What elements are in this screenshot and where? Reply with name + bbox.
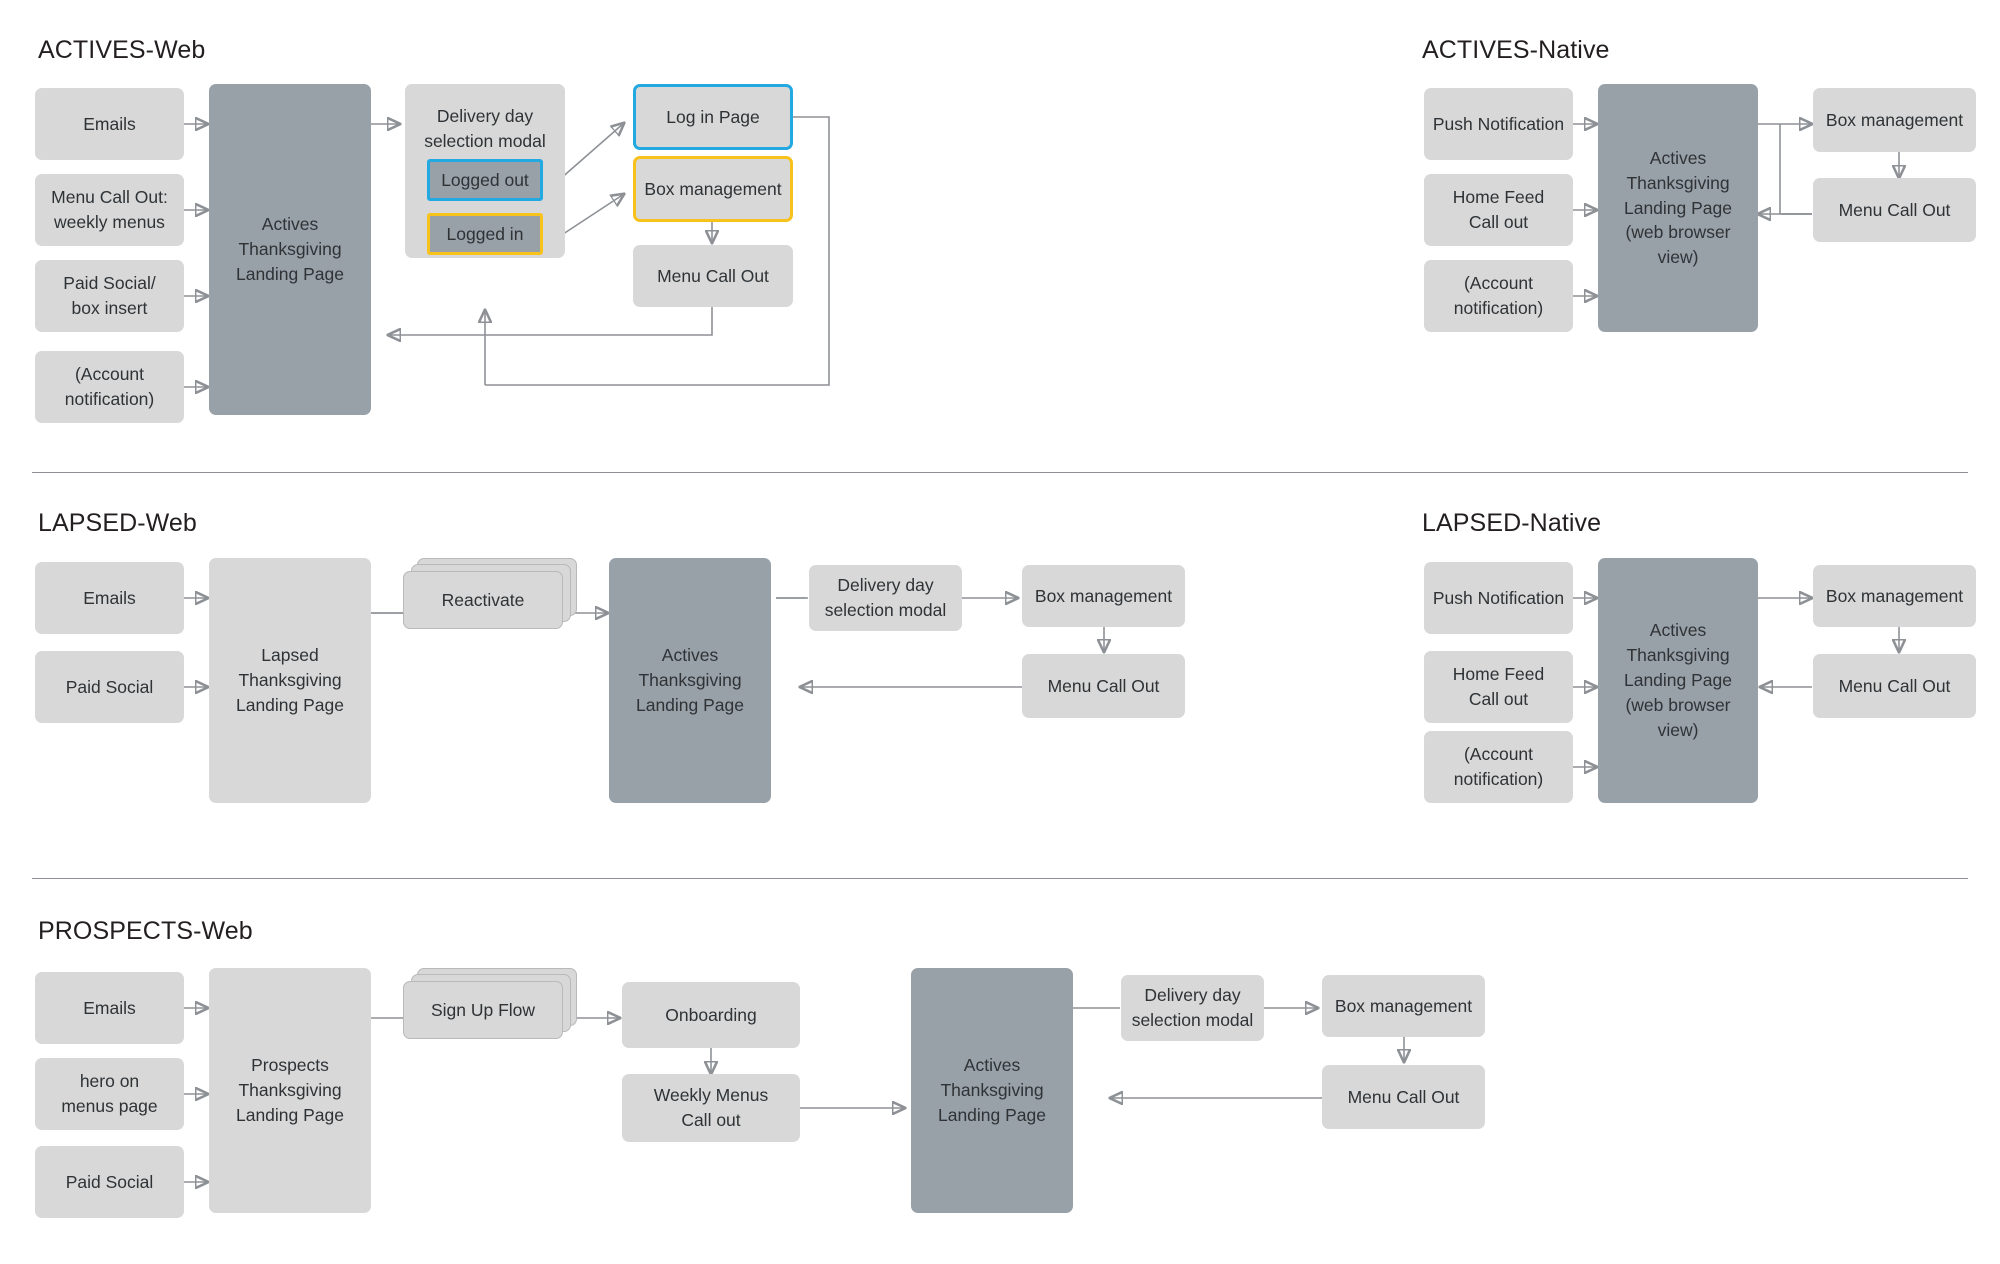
delivery-modal-label: Delivery day selection modal xyxy=(424,106,546,151)
node-box-management[interactable]: Box management xyxy=(1022,565,1185,627)
node-hero-on-menus-page[interactable]: hero on menus page xyxy=(35,1058,184,1130)
node-push-notification[interactable]: Push Notification xyxy=(1424,88,1573,160)
node-emails[interactable]: Emails xyxy=(35,562,184,634)
node-prospects-thanksgiving-landing-page[interactable]: Prospects Thanksgiving Landing Page xyxy=(209,968,371,1213)
node-home-feed-call-out[interactable]: Home Feed Call out xyxy=(1424,651,1573,723)
node-logged-in[interactable]: Logged in xyxy=(427,213,543,255)
node-paid-social-box-insert[interactable]: Paid Social/ box insert xyxy=(35,260,184,332)
node-delivery-day-selection-modal[interactable]: Delivery day selection modal xyxy=(1121,975,1264,1041)
node-paid-social[interactable]: Paid Social xyxy=(35,1146,184,1218)
node-menu-call-out[interactable]: Menu Call Out xyxy=(1022,654,1185,718)
node-delivery-day-selection-modal[interactable]: Delivery day selection modal xyxy=(809,565,962,631)
node-menu-call-out[interactable]: Menu Call Out xyxy=(1322,1065,1485,1129)
node-actives-thanksgiving-landing-page[interactable]: Actives Thanksgiving Landing Page xyxy=(911,968,1073,1213)
node-actives-landing-page-web-browser-view[interactable]: Actives Thanksgiving Landing Page (web b… xyxy=(1598,558,1758,803)
node-weekly-menus-call-out[interactable]: Weekly Menus Call out xyxy=(622,1074,800,1142)
node-box-management[interactable]: Box management xyxy=(1322,975,1485,1037)
node-menu-call-out[interactable]: Menu Call Out xyxy=(633,245,793,307)
node-box-management[interactable]: Box management xyxy=(1813,88,1976,152)
section-title-lapsed-native: LAPSED-Native xyxy=(1422,509,1602,537)
node-onboarding[interactable]: Onboarding xyxy=(622,982,800,1048)
node-menu-call-out[interactable]: Menu Call Out xyxy=(1813,178,1976,242)
node-box-management[interactable]: Box management xyxy=(633,156,793,222)
node-home-feed-call-out[interactable]: Home Feed Call out xyxy=(1424,174,1573,246)
node-log-in-page[interactable]: Log in Page xyxy=(633,84,793,150)
section-title-actives-web: ACTIVES-Web xyxy=(38,36,206,64)
node-account-notification[interactable]: (Account notification) xyxy=(1424,731,1573,803)
node-paid-social[interactable]: Paid Social xyxy=(35,651,184,723)
node-actives-thanksgiving-landing-page[interactable]: Actives Thanksgiving Landing Page xyxy=(609,558,771,803)
node-logged-out[interactable]: Logged out xyxy=(427,159,543,201)
node-sign-up-flow[interactable]: Sign Up Flow xyxy=(403,981,563,1039)
section-divider-2 xyxy=(32,878,1968,879)
node-lapsed-thanksgiving-landing-page[interactable]: Lapsed Thanksgiving Landing Page xyxy=(209,558,371,803)
node-box-management[interactable]: Box management xyxy=(1813,565,1976,627)
node-emails[interactable]: Emails xyxy=(35,972,184,1044)
node-push-notification[interactable]: Push Notification xyxy=(1424,562,1573,634)
section-divider-1 xyxy=(32,472,1968,473)
section-title-lapsed-web: LAPSED-Web xyxy=(38,509,197,537)
section-title-actives-native: ACTIVES-Native xyxy=(1422,36,1610,64)
node-actives-landing-page-web-browser-view[interactable]: Actives Thanksgiving Landing Page (web b… xyxy=(1598,84,1758,332)
node-reactivate-stack[interactable]: Reactivate xyxy=(403,558,578,638)
section-title-prospects-web: PROSPECTS-Web xyxy=(38,917,253,945)
node-sign-up-flow-stack[interactable]: Sign Up Flow xyxy=(403,968,578,1048)
node-actives-thanksgiving-landing-page[interactable]: Actives Thanksgiving Landing Page xyxy=(209,84,371,415)
node-emails[interactable]: Emails xyxy=(35,88,184,160)
node-account-notification[interactable]: (Account notification) xyxy=(1424,260,1573,332)
node-account-notification[interactable]: (Account notification) xyxy=(35,351,184,423)
node-reactivate[interactable]: Reactivate xyxy=(403,571,563,629)
node-menu-call-out-weekly-menus[interactable]: Menu Call Out: weekly menus xyxy=(35,174,184,246)
node-menu-call-out[interactable]: Menu Call Out xyxy=(1813,654,1976,718)
